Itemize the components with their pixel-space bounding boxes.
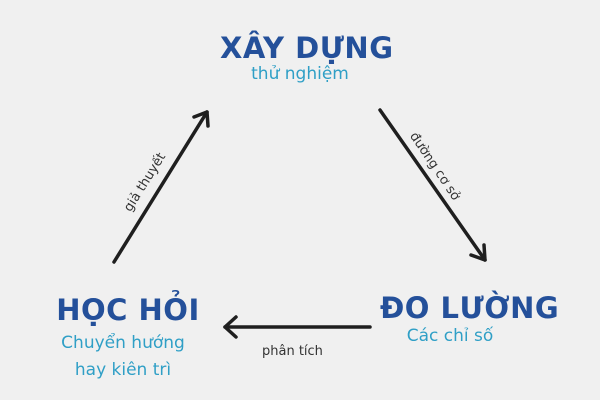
node-build-subtitle: thử nghiệm — [251, 64, 349, 84]
node-learn-subtitle-line2: hay kiên trì — [74, 360, 172, 380]
node-learn-title: HỌC HỎI — [56, 293, 200, 327]
arrow-build-to-measure — [378, 108, 487, 262]
arrow-measure-to-learn — [223, 315, 372, 339]
edge-label-measure-to-learn: phân tích — [262, 344, 323, 359]
node-build-title: XÂY DỰNG — [220, 31, 394, 65]
node-measure-subtitle: Các chỉ số — [406, 326, 494, 346]
node-measure-title: ĐO LƯỜNG — [380, 291, 560, 325]
node-learn-subtitle-line1: Chuyển hướng — [61, 333, 185, 353]
arrow-learn-to-build — [112, 110, 210, 264]
